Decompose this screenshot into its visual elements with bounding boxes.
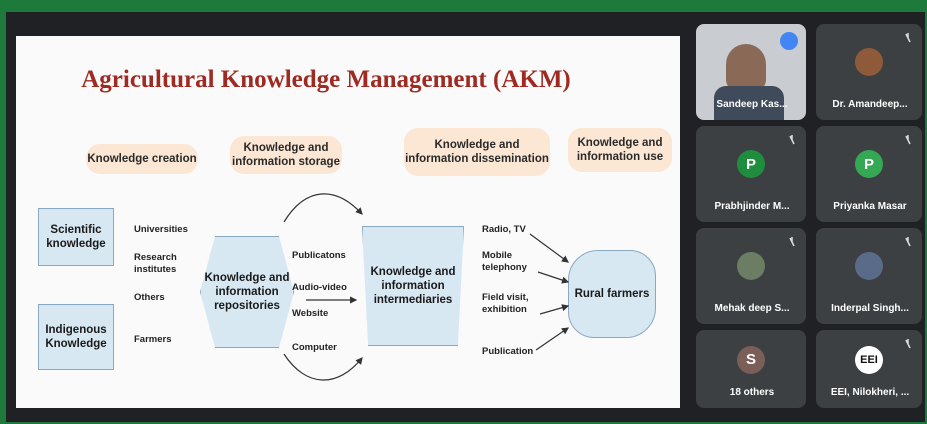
label-website: Website — [292, 308, 329, 319]
stage-use: Knowledge and information use — [568, 128, 672, 172]
participant-tile-amandeep[interactable]: Dr. Amandeep... — [816, 24, 922, 120]
stage-dissemination: Knowledge and information dissemination — [404, 128, 550, 176]
participant-name: Inderpal Singh... — [831, 303, 909, 314]
participant-name: Dr. Amandeep... — [832, 99, 908, 110]
label-radio-tv: Radio, TV — [482, 224, 526, 235]
avatar — [855, 252, 883, 281]
label-others: Others — [134, 292, 165, 303]
avatar — [855, 48, 883, 77]
scientific-knowledge-box: Scientific knowledge — [38, 208, 114, 266]
intermediaries-box: Knowledge and information intermediaries — [362, 226, 464, 346]
avatar: S — [737, 345, 765, 374]
label-field-visit: Field visit, exhibition — [482, 292, 529, 315]
label-research-institutes: Research institutes — [134, 252, 177, 275]
participant-tile-mehak[interactable]: Mehak deep S... — [696, 228, 806, 324]
repositories-hexagon: Knowledge and information repositories — [200, 236, 294, 348]
flow-arrows — [283, 193, 570, 381]
participant-tile-prabhjinder[interactable]: P Prabhjinder M... — [696, 126, 806, 222]
participant-name: Mehak deep S... — [714, 303, 790, 314]
participant-name: Priyanka Masar — [833, 201, 907, 212]
label-audio-video: Audio-video — [292, 282, 347, 293]
avatar: EEI — [855, 345, 883, 374]
participant-tile-inderpal[interactable]: Inderpal Singh... — [816, 228, 922, 324]
participant-name: EEI, Nilokheri, ... — [830, 387, 910, 398]
slide-title: Agricultural Knowledge Management (AKM) — [81, 66, 571, 93]
participant-shoulders — [714, 86, 784, 120]
stage-storage: Knowledge and information storage — [230, 136, 342, 174]
label-universities: Universities — [134, 224, 188, 235]
participant-video — [726, 44, 766, 90]
avatar: P — [855, 150, 883, 179]
mic-off-icon — [789, 135, 795, 145]
avatar — [737, 252, 765, 281]
label-mobile-telephony: Mobile telephony — [482, 250, 527, 273]
participant-tile-speaker[interactable]: Sandeep Kas... — [696, 24, 806, 120]
stage-creation: Knowledge creation — [86, 144, 198, 174]
participant-tile-priyanka[interactable]: P Priyanka Masar — [816, 126, 922, 222]
mic-off-icon — [905, 33, 911, 43]
label-farmers: Farmers — [134, 334, 172, 345]
indigenous-knowledge-box: Indigenous Knowledge — [38, 304, 114, 370]
label-publications: Publicatons — [292, 250, 346, 261]
label-computer: Computer — [292, 342, 337, 353]
participant-name: 18 others — [729, 387, 775, 398]
presentation-slide: Agricultural Knowledge Management (AKM) … — [16, 36, 680, 408]
avatar: P — [737, 150, 765, 179]
mic-off-icon — [905, 237, 911, 247]
mic-off-icon — [905, 339, 911, 349]
participant-name: Prabhjinder M... — [714, 201, 790, 212]
participant-name: Sandeep Kas... — [716, 99, 788, 110]
participant-tile-others[interactable]: S 18 others — [696, 330, 806, 408]
participant-tile-eei[interactable]: EEI EEI, Nilokheri, ... — [816, 330, 922, 408]
label-publication: Publication — [482, 346, 534, 357]
rural-farmers-shape: Rural farmers — [568, 250, 656, 338]
mic-off-icon — [905, 135, 911, 145]
mic-off-icon — [789, 237, 795, 247]
speaking-indicator-icon — [780, 32, 798, 50]
